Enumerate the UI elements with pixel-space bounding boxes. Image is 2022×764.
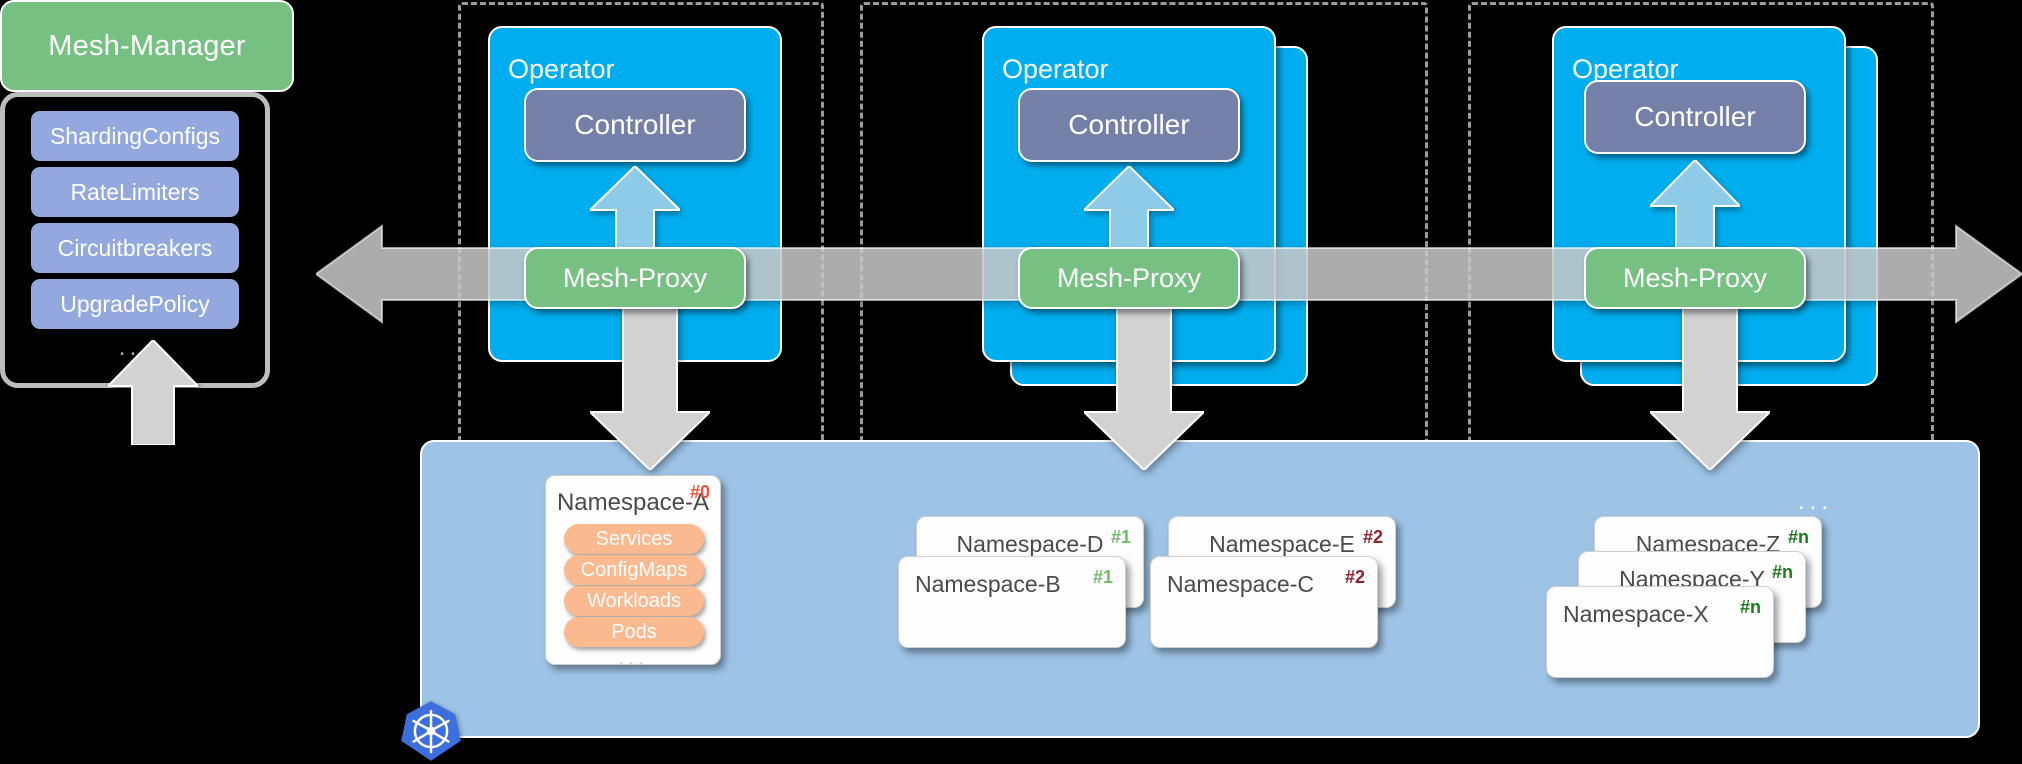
namespace-badge: #n [1739, 597, 1761, 617]
namespace-badge: #1 [1092, 567, 1113, 587]
resource-pill-services[interactable]: Services [564, 524, 704, 554]
namespace-badge: #n [1787, 527, 1809, 547]
config-panel: ShardingConfigs RateLimiters Circuitbrea… [0, 92, 270, 388]
namespace-card-c[interactable]: Namespace-C #2 [1150, 556, 1378, 648]
resource-pill-label: Pods [611, 620, 657, 643]
config-item-label: UpgradePolicy [60, 290, 210, 317]
namespace-name: Namespace-X [1563, 601, 1709, 627]
mesh-proxy-box-3[interactable]: Mesh-Proxy [1584, 247, 1806, 309]
resource-pill-label: ConfigMaps [580, 558, 688, 581]
config-item-label: RateLimiters [70, 178, 200, 205]
arrow-down-operator-to-namespace-1 [590, 300, 710, 470]
namespace-badge: #n [1771, 562, 1793, 582]
config-item-circuitbreakers[interactable]: Circuitbreakers [31, 223, 239, 273]
controller-box-1[interactable]: Controller [524, 88, 746, 162]
resource-pill-configmaps[interactable]: ConfigMaps [564, 555, 704, 585]
namespace-card-a[interactable]: Namespace-A #0 Services ConfigMaps Workl… [545, 475, 721, 669]
namespace-group3-more-ellipsis: ... [1798, 488, 1834, 515]
mesh-manager-label: Mesh-Manager [48, 29, 246, 62]
namespace-badge: #2 [1344, 567, 1365, 587]
config-item-ratelimiters[interactable]: RateLimiters [31, 167, 239, 217]
mesh-proxy-label: Mesh-Proxy [1056, 262, 1202, 293]
namespace-name: Namespace-A [556, 489, 710, 516]
arrow-up-config-to-mesh-manager [108, 340, 198, 445]
mesh-proxy-box-2[interactable]: Mesh-Proxy [1018, 247, 1240, 309]
resource-pill-workloads[interactable]: Workloads [564, 586, 704, 616]
namespace-badge: #0 [689, 482, 710, 502]
operator-title: Operator [508, 54, 615, 84]
resource-pill-pods[interactable]: Pods [564, 617, 704, 647]
arrow-up-proxy-to-controller-1 [590, 166, 680, 266]
arrow-down-operator-to-namespace-2 [1084, 300, 1204, 470]
namespace-card-x[interactable]: Namespace-X #n [1546, 586, 1774, 678]
controller-box-3[interactable]: Controller [1584, 80, 1806, 154]
arrow-up-proxy-to-controller-2 [1084, 166, 1174, 266]
namespace-badge: #2 [1362, 527, 1383, 547]
controller-label: Controller [1634, 101, 1756, 132]
config-item-upgradepolicy[interactable]: UpgradePolicy [31, 279, 239, 329]
resource-pill-label: Services [595, 527, 673, 550]
mesh-proxy-label: Mesh-Proxy [562, 262, 708, 293]
kubernetes-logo-icon [401, 701, 461, 761]
controller-box-2[interactable]: Controller [1018, 88, 1240, 162]
arrow-up-proxy-to-controller-3 [1650, 160, 1740, 266]
config-item-label: Circuitbreakers [57, 234, 213, 261]
mesh-proxy-label: Mesh-Proxy [1622, 262, 1768, 293]
namespace-card-b[interactable]: Namespace-B #1 [898, 556, 1126, 648]
namespace-name: Namespace-B [915, 571, 1061, 597]
config-item-label: ShardingConfigs [49, 122, 221, 149]
controller-label: Controller [574, 109, 696, 140]
config-item-shardingconfigs[interactable]: ShardingConfigs [31, 111, 239, 161]
operator-title: Operator [1002, 54, 1109, 84]
controller-label: Controller [1068, 109, 1190, 140]
resource-pill-label: Workloads [586, 589, 682, 612]
operator-title: Operator [1572, 54, 1679, 84]
namespace-name: Namespace-E [1209, 531, 1355, 557]
arrow-down-operator-to-namespace-3 [1650, 300, 1770, 470]
namespace-badge: #1 [1110, 527, 1131, 547]
mesh-proxy-box-1[interactable]: Mesh-Proxy [524, 247, 746, 309]
resource-more-ellipsis: ... [618, 647, 648, 670]
mesh-manager-box[interactable]: Mesh-Manager [0, 0, 294, 92]
namespace-name: Namespace-D [956, 531, 1104, 557]
namespace-name: Namespace-C [1167, 571, 1314, 597]
